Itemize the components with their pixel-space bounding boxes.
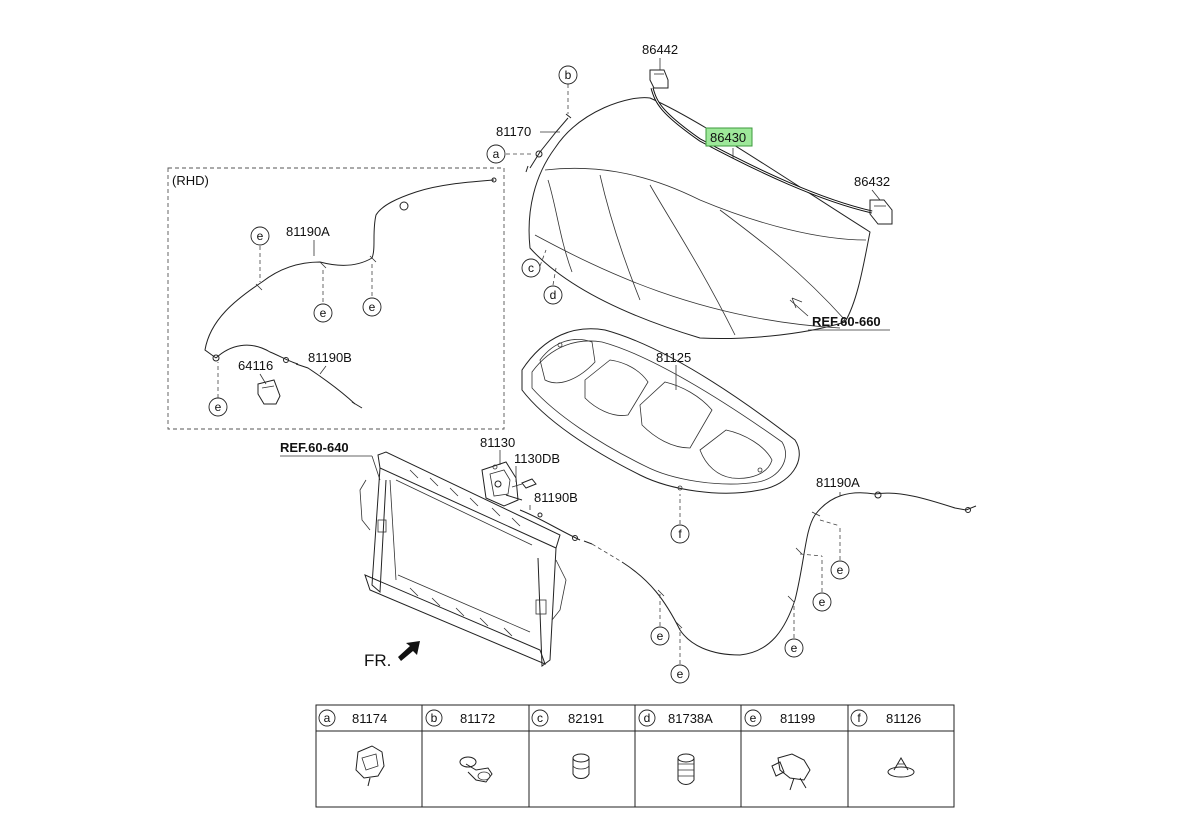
- stopper-81738a-icon: [677, 753, 695, 785]
- callout-e: e: [670, 664, 690, 684]
- grommet-81172-icon: [459, 756, 493, 783]
- legend-table: [315, 704, 955, 808]
- seal-clip-86442: [649, 69, 669, 89]
- label-86442: 86442: [642, 42, 678, 57]
- callout-e: e: [250, 226, 270, 246]
- svg-text:e: e: [819, 595, 826, 609]
- svg-text:81172: 81172: [460, 711, 495, 726]
- label-81190a-main: 81190A: [816, 475, 860, 490]
- svg-text:e: e: [657, 629, 664, 643]
- svg-text:e: e: [320, 306, 327, 320]
- svg-text:81174: 81174: [352, 711, 387, 726]
- svg-text:e: e: [750, 711, 757, 725]
- callout-e: e: [650, 626, 670, 646]
- label-81190a-rhd: 81190A: [286, 224, 330, 239]
- clip-81126-icon: [887, 757, 915, 778]
- release-cable-rhd: [204, 177, 497, 409]
- cable-bracket-64116: [257, 379, 281, 405]
- svg-text:a: a: [493, 147, 500, 161]
- leader-lines: [217, 58, 890, 664]
- svg-text:81738A: 81738A: [668, 711, 713, 726]
- clip-81174-icon: [355, 745, 385, 787]
- label-81130: 81130: [480, 435, 515, 450]
- label-86430: 86430: [710, 130, 746, 145]
- hood-seal-strip: [650, 87, 873, 214]
- seal-clip-86432: [869, 199, 893, 225]
- label-rhd: (RHD): [172, 173, 209, 188]
- legend-cell-b: b 81172: [425, 709, 495, 727]
- svg-text:81199: 81199: [780, 711, 815, 726]
- label-81190b-rhd: 81190B: [308, 350, 352, 365]
- svg-text:f: f: [857, 711, 861, 725]
- front-direction-label: FR.: [364, 651, 391, 670]
- rhd-inset-box: [167, 167, 505, 430]
- callout-e: e: [313, 303, 333, 323]
- callout-e: e: [812, 592, 832, 612]
- label-81125: 81125: [656, 350, 691, 365]
- label-86432: 86432: [854, 174, 890, 189]
- svg-text:b: b: [565, 68, 572, 82]
- legend-cell-c: c 82191: [531, 709, 604, 727]
- hood-insulator-pad: [521, 328, 800, 494]
- latch-bolt: [511, 478, 537, 489]
- svg-text:e: e: [369, 300, 376, 314]
- svg-text:a: a: [324, 711, 331, 725]
- legend-cell-a: a 81174: [318, 709, 387, 727]
- ref-60-640: REF.60-640: [280, 440, 349, 455]
- bumper-82191-icon: [572, 753, 590, 779]
- svg-text:e: e: [215, 400, 222, 414]
- radiator-support-frame: [359, 451, 567, 667]
- label-64116: 64116: [238, 358, 273, 373]
- callout-e: e: [830, 560, 850, 580]
- svg-text:81126: 81126: [886, 711, 921, 726]
- svg-text:f: f: [678, 527, 682, 541]
- callout-e: e: [208, 397, 228, 417]
- callout-a: a: [486, 144, 506, 164]
- ref-60-660: REF.60-660: [812, 314, 881, 329]
- svg-text:e: e: [257, 229, 264, 243]
- svg-text:e: e: [677, 667, 684, 681]
- legend-cell-e: e 81199: [744, 709, 815, 727]
- callout-d: d: [543, 285, 563, 305]
- hood-panel: [528, 97, 871, 339]
- callout-e: e: [362, 297, 382, 317]
- svg-text:c: c: [537, 711, 543, 725]
- svg-text:c: c: [528, 261, 534, 275]
- legend-cell-f: f 81126: [850, 709, 921, 727]
- svg-text:e: e: [791, 641, 798, 655]
- label-1130db: 1130DB: [514, 451, 560, 466]
- hood-stay-rod: [525, 113, 572, 173]
- svg-text:e: e: [837, 563, 844, 577]
- callout-e: e: [784, 638, 804, 658]
- legend-cell-d: d 81738A: [638, 709, 713, 727]
- front-arrow-icon: [398, 641, 420, 661]
- svg-text:d: d: [644, 711, 651, 725]
- clip-81199-icon: [771, 753, 811, 791]
- release-cable-main: [519, 491, 977, 656]
- svg-text:82191: 82191: [568, 711, 604, 726]
- svg-text:d: d: [550, 288, 557, 302]
- callout-c: c: [521, 258, 541, 278]
- label-81190b-main: 81190B: [534, 490, 578, 505]
- hood-latch: [481, 461, 523, 507]
- svg-text:b: b: [431, 711, 438, 725]
- highlight-box-86430: [705, 127, 753, 147]
- label-81170: 81170: [496, 124, 531, 139]
- callout-f: f: [670, 524, 690, 544]
- callout-b: b: [558, 65, 578, 85]
